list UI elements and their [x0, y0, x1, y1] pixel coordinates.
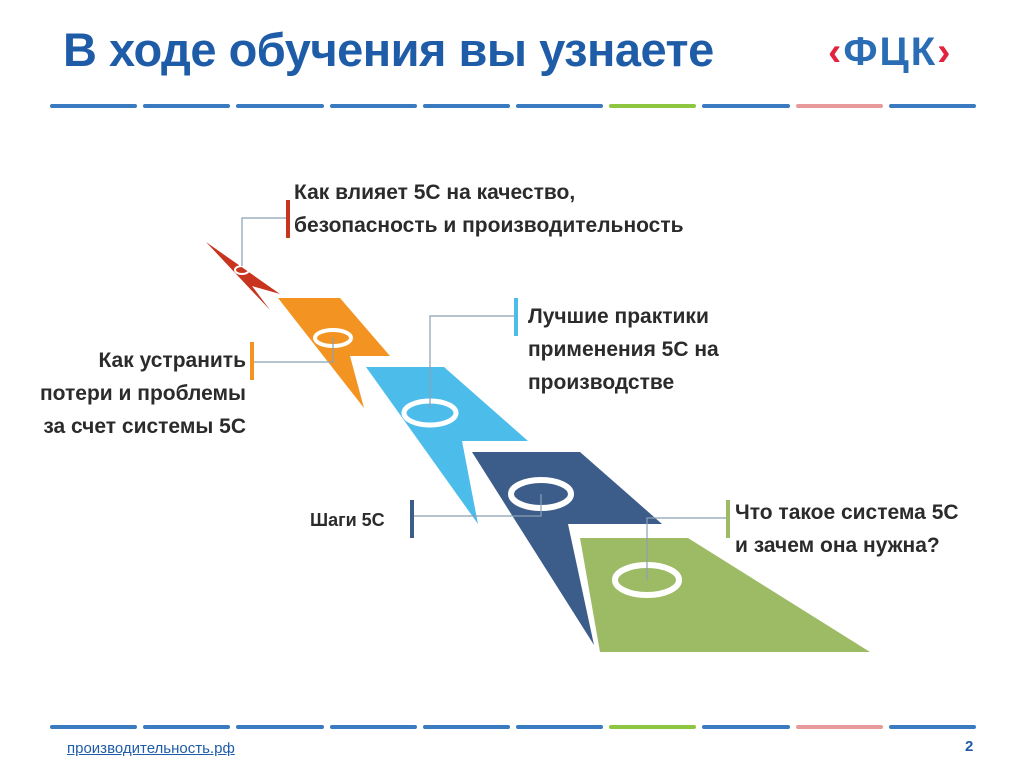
step-4-arrow [472, 452, 662, 645]
stripe-segment [702, 104, 790, 108]
tick-step-4 [410, 500, 414, 538]
label-step-4-line-1: Шаги 5С [310, 510, 385, 530]
tick-step-1 [286, 200, 290, 238]
stripe-segment [888, 104, 977, 108]
footer-divider [50, 725, 977, 729]
header-divider [50, 104, 977, 108]
stripe-segment [888, 725, 977, 729]
tick-step-3 [514, 298, 518, 336]
logo-right-bracket: › [937, 30, 953, 74]
logo-left-bracket: ‹ [828, 30, 844, 74]
stripe-segment [329, 725, 417, 729]
stripe-segment [422, 104, 511, 108]
label-step-2-line-1: Как устранить [98, 349, 246, 372]
stripe-segment [516, 104, 604, 108]
connector-step-3 [429, 315, 514, 408]
stripe-segment [702, 725, 790, 729]
footer-site-link[interactable]: производительность.рф [67, 740, 235, 757]
logo-text: ФЦК [843, 30, 938, 74]
label-step-3-line-3: производстве [528, 371, 675, 394]
page-title: В ходе обучения вы узнаете [63, 23, 714, 76]
connector-step-1 [241, 217, 286, 266]
stripe-segment [143, 104, 231, 108]
label-step-5: Что такое система 5С и зачем она нужна? [735, 496, 959, 562]
stripe-segment [609, 725, 697, 729]
stripe-segment [609, 104, 697, 108]
page-number: 2 [965, 738, 974, 755]
stripe-segment [795, 725, 883, 729]
fck-logo: ‹ФЦК› [828, 30, 952, 75]
label-step-4: Шаги 5С [310, 504, 385, 537]
label-step-3-line-1: Лучшие практики [528, 305, 709, 328]
label-step-5-line-1: Что такое система 5С [735, 501, 959, 524]
stripe-segment [422, 725, 511, 729]
label-step-5-line-2: и зачем она нужна? [735, 534, 940, 557]
stripe-segment [50, 725, 138, 729]
connector-step-2 [254, 338, 334, 363]
stripe-segment [50, 104, 138, 108]
label-step-1-line-2: безопасность и производительность [294, 214, 684, 237]
label-step-1-line-1: Как влияет 5С на качество, [294, 181, 576, 204]
tick-step-5 [726, 500, 730, 538]
step-2-arrow [278, 298, 390, 408]
step-1-arrow [206, 242, 280, 310]
label-step-2: Как устранить потери и проблемы за счет … [0, 344, 246, 443]
label-step-3: Лучшие практики применения 5С на произво… [528, 300, 719, 399]
stripe-segment [236, 104, 324, 108]
connector-step-4 [413, 494, 542, 517]
label-step-2-line-3: за счет системы 5С [43, 415, 246, 438]
stripe-segment [516, 725, 604, 729]
stripe-segment [795, 104, 883, 108]
tick-step-2 [250, 342, 254, 380]
label-step-3-line-2: применения 5С на [528, 338, 719, 361]
stripe-segment [329, 104, 417, 108]
label-step-2-line-2: потери и проблемы [40, 382, 246, 405]
stripe-segment [236, 725, 324, 729]
connector-step-5 [646, 517, 726, 580]
label-step-1: Как влияет 5С на качество, безопасность … [294, 176, 684, 242]
stripe-segment [143, 725, 231, 729]
